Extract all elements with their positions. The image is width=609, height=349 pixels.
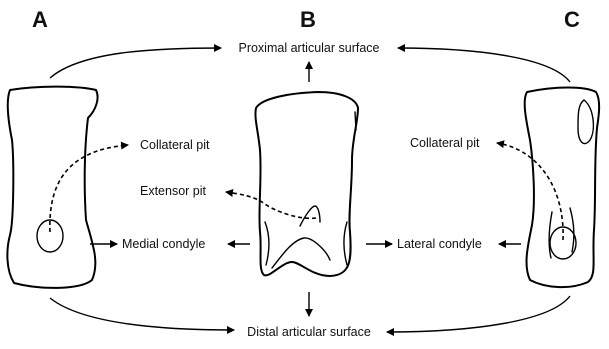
medial-condyle-label: Medial condyle: [122, 237, 205, 251]
bone-b-outline: [255, 92, 358, 276]
bone-a-outline: [7, 87, 97, 288]
bone-c-outline: [525, 88, 599, 288]
collateral-pit-left-label: Collateral pit: [140, 138, 210, 152]
distal-arrow-right: [387, 296, 570, 332]
panel-letter-b: B: [300, 7, 316, 32]
proximal-arrow-right: [398, 48, 570, 82]
panel-letter-a: A: [32, 7, 48, 32]
extensor-pit-label: Extensor pit: [140, 184, 207, 198]
panel-letter-c: C: [564, 7, 580, 32]
distal-arrow-left: [50, 298, 234, 330]
proximal-articular-surface-label: Proximal articular surface: [238, 41, 379, 55]
lateral-condyle-label: Lateral condyle: [397, 237, 482, 251]
collateral-pit-right-label: Collateral pit: [410, 136, 480, 150]
distal-articular-surface-label: Distal articular surface: [247, 325, 371, 339]
proximal-arrow-left: [50, 48, 221, 78]
